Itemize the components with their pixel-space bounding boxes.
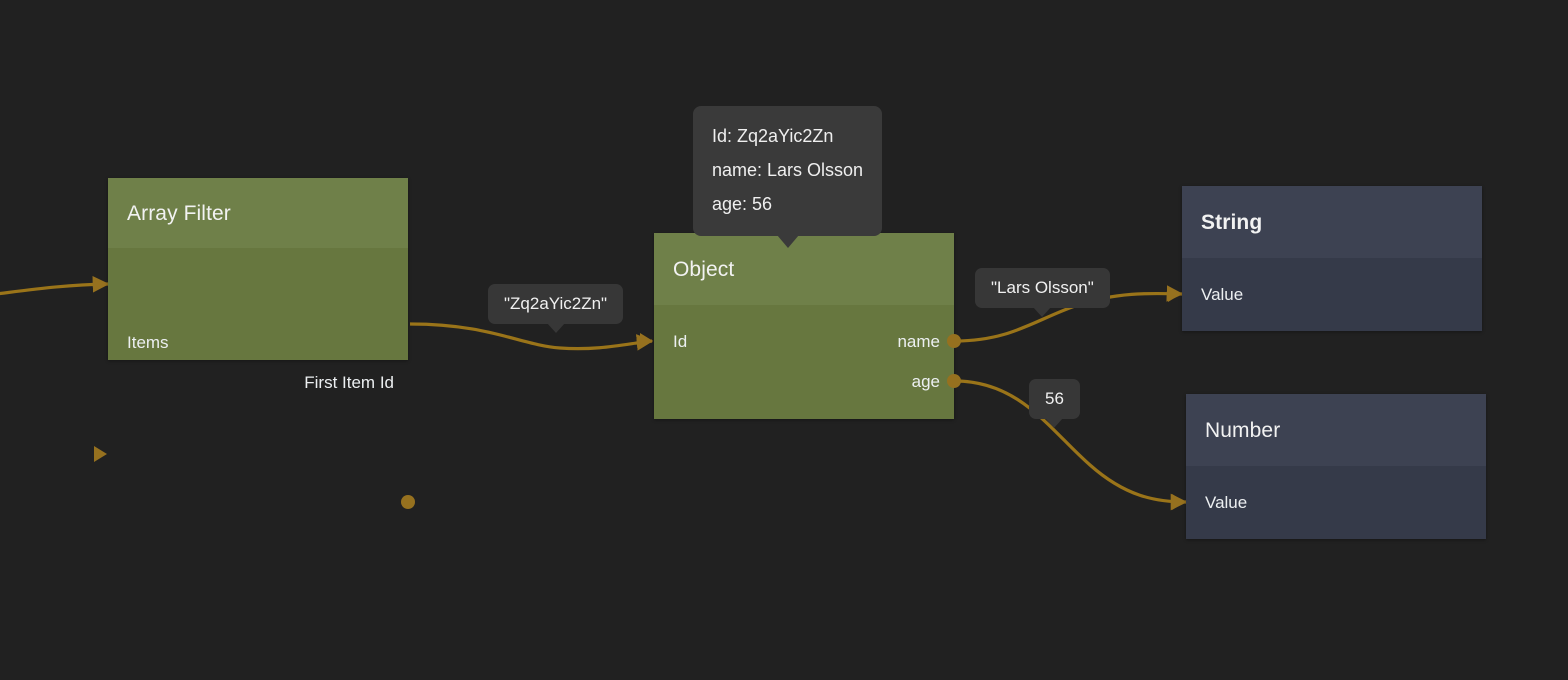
port-row-object-name[interactable]: name bbox=[654, 329, 954, 353]
port-row-number-value[interactable]: Value bbox=[1186, 490, 1486, 514]
socket-in-array-filter-items[interactable] bbox=[94, 446, 107, 462]
node-array-filter-title: Array Filter bbox=[108, 178, 408, 248]
object-preview-tooltip: Id: Zq2aYic2Zn name: Lars Olsson age: 56 bbox=[693, 106, 883, 248]
socket-out-object-name[interactable] bbox=[947, 334, 961, 348]
port-row-object-age[interactable]: age bbox=[654, 369, 954, 393]
port-row-array-filter-items[interactable]: Items bbox=[108, 330, 408, 354]
socket-out-object-age[interactable] bbox=[947, 374, 961, 388]
port-label-number-value: Value bbox=[1205, 492, 1248, 512]
socket-out-array-filter-first-item-id[interactable] bbox=[401, 495, 415, 509]
socket-in-object-id[interactable] bbox=[640, 333, 653, 349]
port-label-age: age bbox=[911, 371, 940, 391]
tooltip-line-id: Id: Zq2aYic2Zn bbox=[712, 126, 834, 146]
node-number-body: Value bbox=[1186, 466, 1486, 539]
node-string-body: Value bbox=[1182, 258, 1482, 331]
node-array-filter[interactable]: Array Filter Items First Item Id bbox=[94, 178, 415, 509]
socket-in-number-value[interactable] bbox=[1172, 494, 1185, 510]
socket-in-string-value[interactable] bbox=[1168, 286, 1181, 302]
edge-value-chip-age: 56 bbox=[1029, 379, 1080, 428]
node-object-body: Id name age bbox=[654, 305, 954, 419]
port-label-name: name bbox=[897, 331, 940, 351]
port-label-items: Items bbox=[127, 332, 169, 352]
tooltip-line-age: age: 56 bbox=[712, 194, 773, 215]
node-number[interactable]: Number Value bbox=[1172, 394, 1486, 539]
edge-external-to-items bbox=[0, 276, 110, 296]
edge-value-chip-id-text: "Zq2aYic2Zn" bbox=[504, 294, 608, 313]
node-number-title: Number bbox=[1186, 394, 1486, 466]
edge-value-chip-name: "Lars Olsson" bbox=[975, 268, 1110, 317]
tooltip-line-name: name: Lars Olsson bbox=[712, 160, 864, 181]
edge-value-chip-id: "Zq2aYic2Zn" bbox=[488, 284, 624, 333]
port-label-string-value: Value bbox=[1201, 284, 1244, 304]
node-object-title: Object bbox=[654, 233, 954, 305]
edge-value-chip-name-text: "Lars Olsson" bbox=[991, 278, 1094, 297]
port-label-first-item-id: First Item Id bbox=[304, 372, 394, 392]
port-row-object-id[interactable]: Id bbox=[654, 329, 954, 353]
node-string[interactable]: String Value bbox=[1168, 186, 1482, 331]
port-row-string-value[interactable]: Value bbox=[1182, 282, 1482, 306]
edge-firstitemid-to-id bbox=[409, 322, 654, 351]
port-row-array-filter-first-item-id[interactable]: First Item Id bbox=[108, 370, 408, 394]
port-label-id: Id bbox=[673, 331, 688, 351]
edge-value-chip-age-text: 56 bbox=[1045, 389, 1064, 408]
node-object[interactable]: Object Id name age bbox=[640, 233, 961, 419]
node-string-title: String bbox=[1182, 186, 1482, 258]
node-array-filter-body: Items First Item Id bbox=[108, 248, 408, 391]
